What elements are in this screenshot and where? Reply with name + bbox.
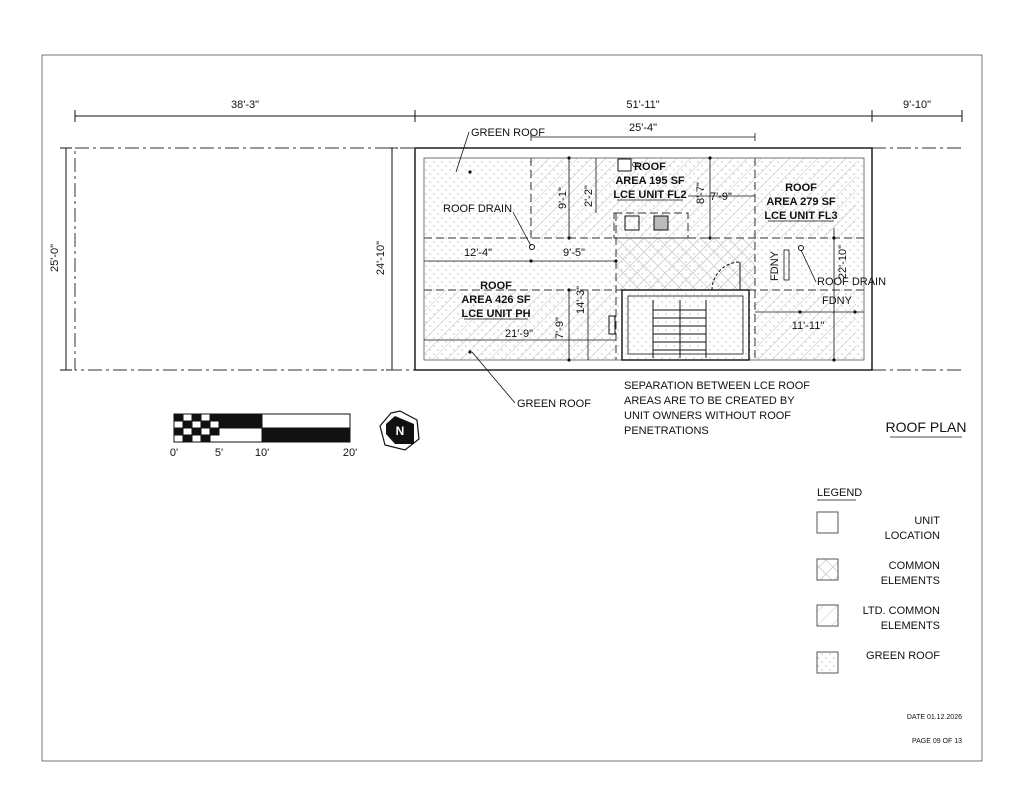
scale-bar (173, 413, 351, 443)
scale-tick-5: 5' (215, 447, 223, 459)
interior-dimensions (424, 133, 864, 360)
stair-enclosure (621, 261, 750, 361)
legend-common-line1: COMMON (889, 560, 940, 572)
lce-area-fl3 (755, 158, 856, 238)
leader-green-roof-bottom (471, 351, 516, 404)
area-label-fl2: ROOF AREA 195 SF LCE UNIT FL2 (613, 161, 686, 201)
legend-swatch-ltd-common (816, 604, 839, 627)
roof-drain-left-symbol (529, 244, 535, 250)
dim-11-11: 11'-11" (792, 320, 825, 332)
svg-text:SEPARATION BETWEEN LCE ROOF: SEPARATION BETWEEN LCE ROOF (624, 380, 810, 392)
dim-top-width: 25'-4" (629, 122, 657, 134)
dim-overall-left: 38'-3" (231, 99, 259, 111)
roof-hatch-left (624, 215, 640, 231)
svg-text:AREA 279 SF: AREA 279 SF (766, 196, 836, 208)
legend-swatch-unit (816, 511, 839, 534)
legend-common-line2: ELEMENTS (881, 575, 940, 587)
svg-text:AREA 195 SF: AREA 195 SF (615, 175, 685, 187)
area-label-fl3: ROOF AREA 279 SF LCE UNIT FL3 (764, 182, 837, 222)
svg-text:ROOF: ROOF (634, 161, 666, 173)
fdny-connection-box (783, 249, 790, 281)
dim-7-9-left: 7'-9" (554, 317, 566, 339)
separation-note: SEPARATION BETWEEN LCE ROOF AREAS ARE TO… (624, 380, 810, 437)
legend-ltd-line1: LTD. COMMON (863, 605, 940, 617)
svg-text:PENETRATIONS: PENETRATIONS (624, 425, 709, 437)
leader-roof-drain-left (512, 211, 532, 247)
legend-ltd-line2: ELEMENTS (881, 620, 940, 632)
common-elements-area (616, 238, 755, 290)
svg-text:LCE UNIT PH: LCE UNIT PH (461, 308, 530, 320)
scale-tick-20: 20' (343, 447, 357, 459)
leader-green-roof-top (455, 131, 470, 173)
legend-unit-line1: UNIT (914, 515, 940, 527)
scale-tick-10: 10' (255, 447, 269, 459)
sheet-border (41, 54, 983, 762)
lce-area-ph (424, 290, 616, 360)
dim-9-1: 9'-1" (557, 187, 569, 209)
lce-area-fl2 (531, 158, 755, 238)
sheet-date: DATE 01.12.2026 (907, 714, 962, 721)
legend-title: LEGEND (817, 487, 862, 499)
sheet-page-number: PAGE 09 OF 13 (912, 738, 962, 745)
chimney-label: CL (632, 162, 641, 169)
legend-swatch-green-roof (816, 651, 839, 674)
left-height-dimension (60, 147, 398, 371)
dim-overall-right: 9'-10" (903, 99, 931, 111)
dim-21-9: 21'-9" (505, 328, 533, 340)
label-roof-drain-left: ROOF DRAIN (443, 203, 512, 215)
legend-swatch-common (816, 558, 839, 581)
lce-area-right (755, 290, 856, 360)
drawing-title: ROOF PLAN (886, 419, 967, 435)
roof-hatch-right (653, 215, 669, 231)
overall-dimension-line (74, 110, 963, 122)
dim-overall-middle: 51'-11" (626, 99, 659, 111)
north-arrow-icon: N (379, 410, 420, 451)
label-green-roof-top: GREEN ROOF (471, 127, 545, 139)
label-fdny-horizontal: FDNY (822, 295, 853, 307)
small-vent-box (608, 315, 616, 335)
svg-text:AREAS ARE TO BE CREATED BY: AREAS ARE TO BE CREATED BY (624, 395, 795, 407)
roof-drain-right-symbol (798, 245, 804, 251)
label-green-roof-bottom: GREEN ROOF (517, 398, 591, 410)
legend-green-line1: GREEN ROOF (866, 650, 940, 662)
dim-8-7: 8'-7" (695, 182, 707, 204)
svg-text:LCE UNIT FL2: LCE UNIT FL2 (613, 189, 686, 201)
dim-height-left: 25'-0" (49, 244, 61, 272)
dim-22-10: 22'-10" (837, 245, 849, 279)
svg-text:AREA 426 SF: AREA 426 SF (461, 294, 531, 306)
svg-text:N: N (396, 424, 405, 438)
chimney-box (617, 158, 632, 172)
area-label-ph: ROOF AREA 426 SF LCE UNIT PH (461, 280, 531, 320)
svg-text:UNIT OWNERS WITHOUT ROOF: UNIT OWNERS WITHOUT ROOF (624, 410, 791, 422)
dim-2-2: 2'-2" (583, 185, 595, 207)
label-fdny-vertical: FDNY (769, 250, 781, 281)
dim-9-5: 9'-5" (563, 247, 585, 259)
leader-roof-drain-right (800, 249, 817, 283)
scale-tick-0: 0' (170, 447, 178, 459)
svg-text:ROOF: ROOF (480, 280, 512, 292)
label-roof-drain-right: ROOF DRAIN (817, 276, 886, 288)
dim-14-3: 14'-3" (575, 286, 587, 314)
legend-unit-line2: LOCATION (885, 530, 940, 542)
svg-text:ROOF: ROOF (785, 182, 817, 194)
dim-12-4: 12'-4" (464, 247, 492, 259)
dim-7-9-top: 7'-9" (710, 191, 732, 203)
svg-text:LCE UNIT FL3: LCE UNIT FL3 (764, 210, 837, 222)
adjacent-lot-outline (74, 147, 416, 371)
dimension-ticks (468, 156, 857, 362)
dim-height-right: 24'-10" (375, 241, 387, 275)
